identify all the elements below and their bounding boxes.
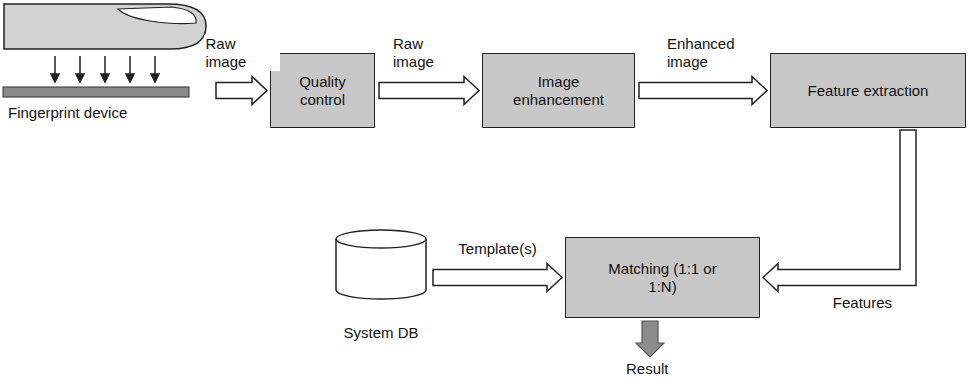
block-arrow (433, 264, 562, 292)
fingerprint-device: Fingerprint device (0, 0, 212, 122)
finger-illustration (0, 0, 212, 100)
output-label: Result (624, 360, 671, 378)
device-label: System DB (343, 324, 418, 342)
block-arrow (763, 130, 916, 292)
box-label: Quality control (283, 73, 363, 109)
box-label: Matching (1:1 or 1:N) (603, 260, 723, 296)
database-node: System DB (333, 228, 429, 342)
edge-label: Raw image (204, 35, 280, 71)
box-label: Image enhancement (491, 73, 626, 109)
device-label: Fingerprint device (8, 104, 127, 122)
edge-label: Enhanced image (665, 35, 741, 71)
edge-label: Template(s) (456, 240, 538, 258)
block-arrow (216, 77, 267, 105)
block-arrow (379, 77, 479, 105)
database-cylinder (333, 228, 429, 302)
result-arrow (636, 321, 664, 357)
edge-label: Raw image (391, 35, 467, 71)
block-arrow (639, 77, 767, 105)
process-box: Matching (1:1 or 1:N) (565, 237, 760, 318)
box-label: Feature extraction (808, 82, 929, 100)
process-box: Image enhancement (482, 53, 635, 128)
process-box: Feature extraction (770, 53, 966, 128)
edge-label: Features (831, 294, 894, 312)
process-box: Quality control (270, 53, 375, 128)
